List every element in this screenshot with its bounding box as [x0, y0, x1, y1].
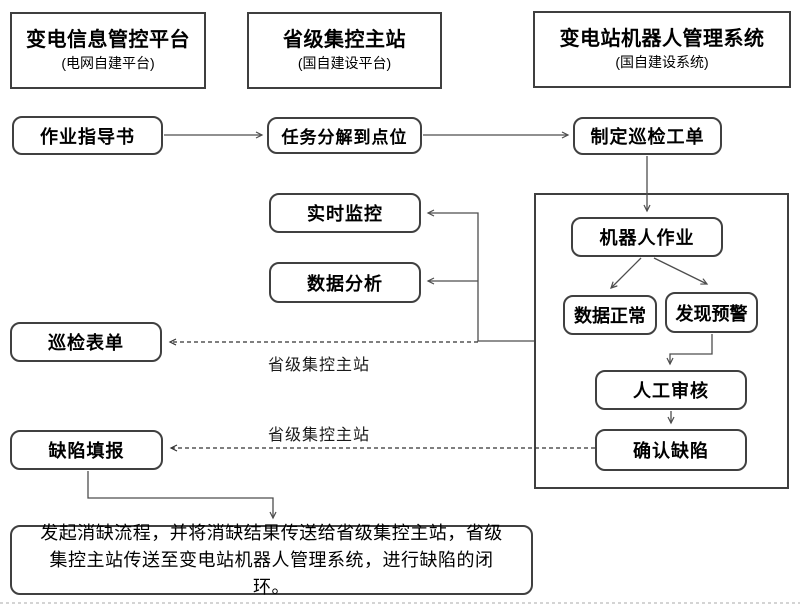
node-label: 确认缺陷	[633, 441, 709, 461]
node-label: 缺陷填报	[48, 441, 125, 461]
node-data-normal: 数据正常	[563, 295, 657, 335]
node-label: 作业指导书	[40, 126, 135, 147]
header-subtitle: (国自建设平台)	[297, 55, 392, 72]
node-inspection-form: 巡检表单	[10, 322, 162, 362]
header-title: 变电站机器人管理系统	[559, 28, 765, 51]
header-title: 省级集控主站	[283, 29, 406, 52]
node-label: 实时监控	[307, 204, 383, 224]
node-label: 制定巡检工单	[590, 127, 705, 147]
node-defect-report: 缺陷填报	[10, 430, 163, 470]
line-container-to-monitor	[428, 213, 534, 342]
node-work-guide: 作业指导书	[12, 116, 163, 155]
header-title: 变电信息管控平台	[26, 29, 190, 52]
node-confirm-defect: 确认缺陷	[595, 429, 747, 471]
node-task-decompose: 任务分解到点位	[267, 117, 422, 154]
header-subtitle: (电网自建平台)	[61, 55, 155, 72]
header-subtitle: (国自建设系统)	[615, 54, 709, 71]
arrow-report-to-note	[87, 471, 273, 518]
header-box-robot-management-system: 变电站机器人管理系统 (国自建设系统)	[533, 11, 791, 88]
label-provincial-station-1: 省级集控主站	[268, 357, 371, 374]
header-box-grid-platform: 变电信息管控平台 (电网自建平台)	[10, 12, 206, 89]
closed-loop-note: 发起消缺流程，并将消缺结果传送给省级集控主站，省级集控主站传送至变电站机器人管理…	[10, 523, 533, 597]
node-label: 发现预警	[675, 303, 748, 324]
node-data-analysis: 数据分析	[269, 262, 421, 303]
node-manual-review: 人工审核	[595, 370, 747, 410]
node-create-inspection-order: 制定巡检工单	[573, 117, 722, 155]
node-alert-found: 发现预警	[665, 292, 758, 333]
node-label: 机器人作业	[599, 228, 695, 248]
node-label: 人工审核	[633, 381, 709, 401]
node-label: 数据正常	[574, 306, 646, 326]
node-realtime-monitor: 实时监控	[269, 193, 421, 233]
node-label: 巡检表单	[48, 333, 124, 353]
node-label: 任务分解到点位	[281, 128, 408, 147]
label-provincial-station-2: 省级集控主站	[268, 427, 371, 444]
node-label: 数据分析	[307, 273, 383, 294]
node-robot-operation: 机器人作业	[571, 217, 723, 257]
header-box-provincial-master-station: 省级集控主站 (国自建设平台)	[247, 12, 442, 89]
closed-loop-note-text: 发起消缺流程，并将消缺结果传送给省级集控主站，省级集控主站传送至变电站机器人管理…	[40, 522, 503, 597]
